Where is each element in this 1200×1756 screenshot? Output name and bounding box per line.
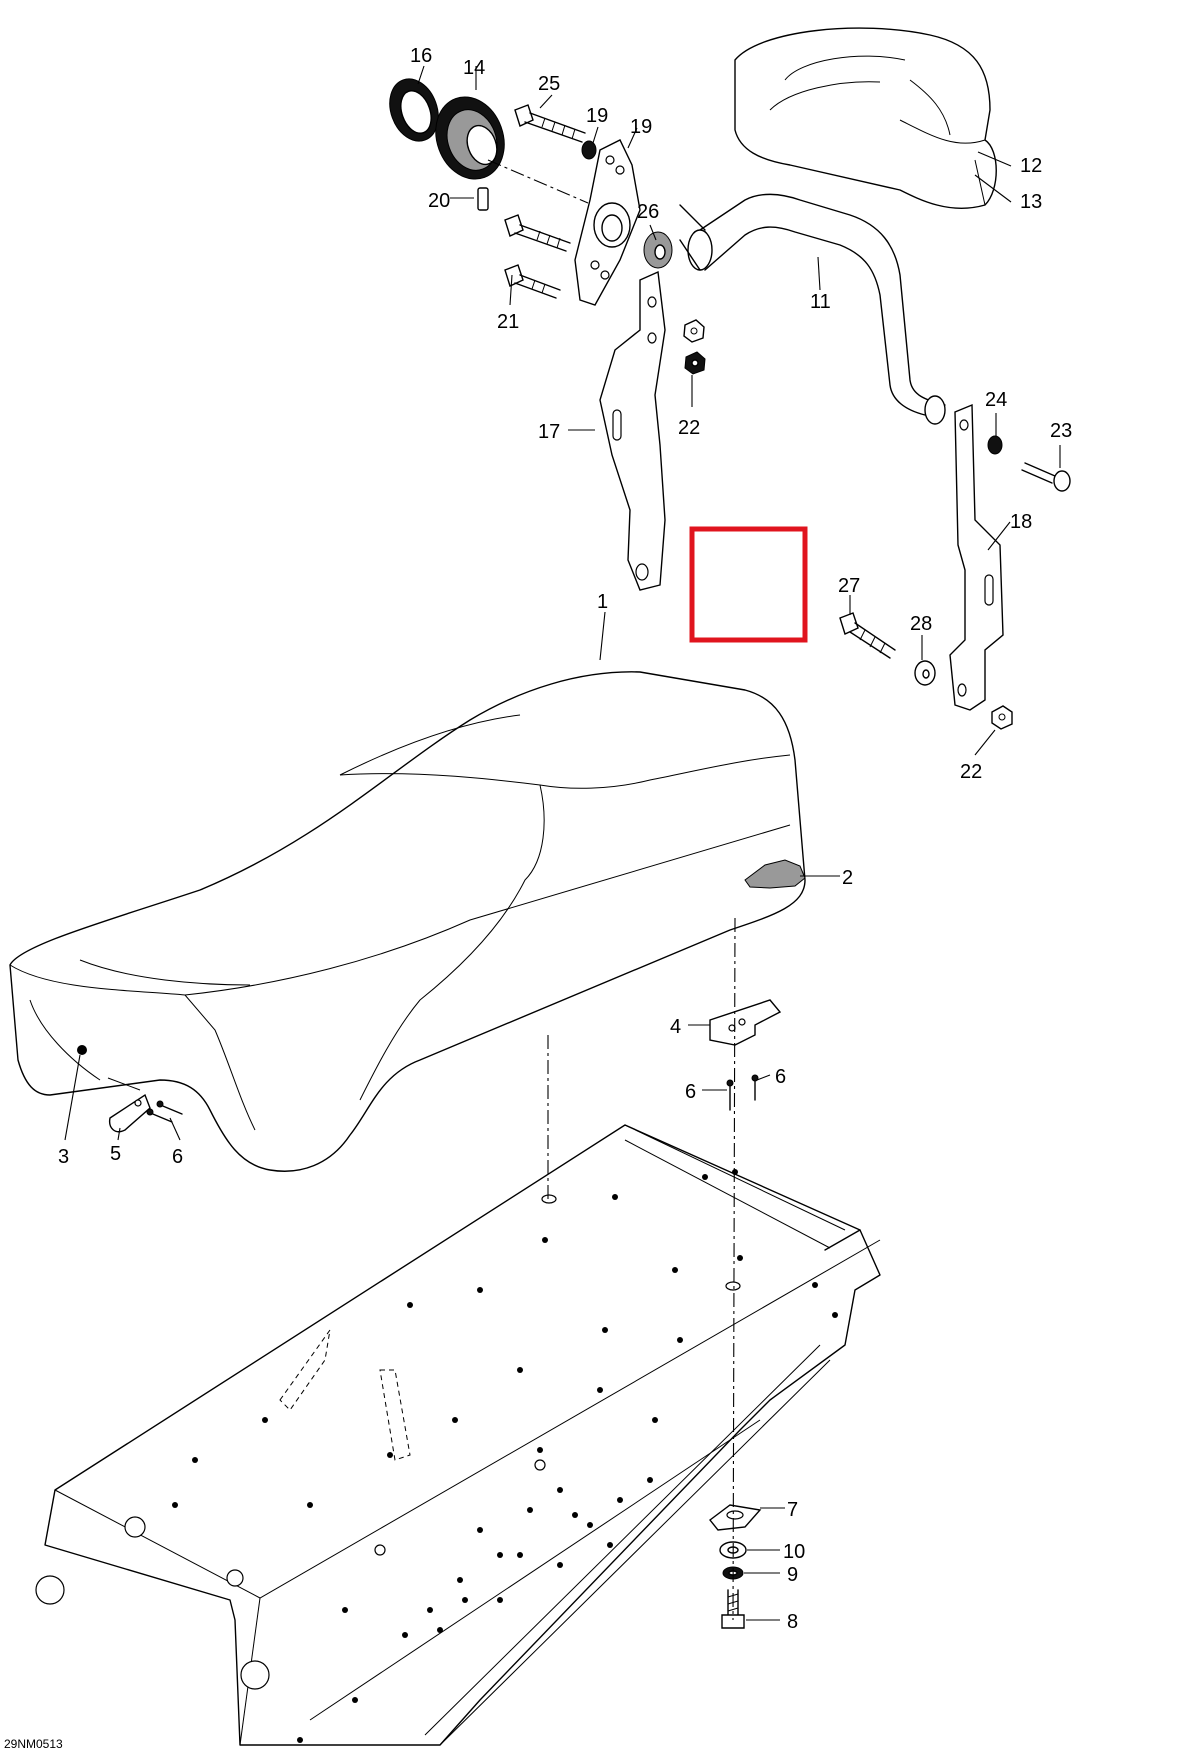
pivot-plate[interactable] [574, 139, 641, 306]
callout-20: 20 [428, 190, 450, 212]
callout-6-right-a: 6 [685, 1081, 696, 1103]
nut-22-lower[interactable] [991, 705, 1013, 730]
callout-labels: 16 14 25 19 19 12 13 20 26 11 21 22 17 2… [4, 45, 1072, 1751]
bracket-18[interactable] [949, 403, 1004, 711]
tunnel[interactable] [35, 1124, 881, 1746]
nut-22-middle[interactable] [684, 351, 706, 375]
callout-1: 1 [597, 591, 608, 613]
callout-16: 16 [410, 45, 432, 67]
bolt-25[interactable] [514, 104, 586, 143]
callout-22-upper: 22 [678, 417, 700, 439]
lock-washer-19[interactable] [581, 140, 597, 160]
callout-24: 24 [985, 389, 1007, 411]
backrest-pad[interactable] [734, 27, 997, 209]
callout-23: 23 [1050, 420, 1072, 442]
strap-5[interactable] [107, 1077, 151, 1133]
callout-6-right-b: 6 [775, 1066, 786, 1088]
callout-22-lower: 22 [960, 761, 982, 783]
seal-ring[interactable] [381, 72, 446, 148]
bolt-21-lower[interactable] [504, 264, 561, 299]
callout-10: 10 [783, 1541, 805, 1563]
leader-lines [64, 65, 1061, 1621]
latch-bracket-4[interactable] [709, 999, 782, 1046]
callout-21: 21 [497, 311, 519, 333]
callout-9: 9 [787, 1564, 798, 1586]
rivets-6-right[interactable] [726, 1074, 759, 1111]
bolt-21-upper[interactable] [504, 214, 571, 252]
callout-6-left: 6 [172, 1146, 183, 1168]
seat[interactable] [9, 671, 806, 1172]
assembly-axes [487, 159, 736, 1621]
bracket-17[interactable] [599, 270, 666, 591]
backrest-tube[interactable] [679, 193, 946, 425]
callout-19-plate: 19 [630, 116, 652, 138]
callout-4: 4 [670, 1016, 681, 1038]
screw-23[interactable] [1021, 462, 1071, 492]
tunnel-holes [172, 1169, 838, 1743]
rivets-6-left[interactable] [146, 1100, 183, 1123]
clip-7[interactable] [709, 1504, 762, 1531]
callout-12: 12 [1020, 155, 1042, 177]
callout-28: 28 [910, 613, 932, 635]
lock-washer-24[interactable] [987, 435, 1003, 455]
callout-17: 17 [538, 421, 560, 443]
callout-2: 2 [842, 867, 853, 889]
bearing-knob[interactable] [425, 87, 516, 189]
callout-25: 25 [538, 73, 560, 95]
spacer-26[interactable] [643, 231, 673, 269]
callout-14: 14 [463, 57, 485, 79]
bolt-27[interactable] [839, 612, 896, 659]
callout-18: 18 [1010, 511, 1032, 533]
dowel-pin[interactable] [477, 187, 489, 211]
highlight-box [689, 526, 808, 643]
callout-8: 8 [787, 1611, 798, 1633]
callout-7: 7 [787, 1499, 798, 1521]
callout-13: 13 [1020, 191, 1042, 213]
callout-11: 11 [810, 291, 831, 313]
callout-3: 3 [58, 1146, 69, 1168]
nut-22-upper[interactable] [683, 319, 705, 343]
callout-19-washer: 19 [586, 105, 608, 127]
callout-5: 5 [110, 1143, 121, 1165]
callout-27: 27 [838, 575, 860, 597]
callout-26: 26 [637, 201, 659, 223]
washer-28[interactable] [914, 660, 936, 686]
reference-code: 29NM0513 [4, 1737, 63, 1751]
